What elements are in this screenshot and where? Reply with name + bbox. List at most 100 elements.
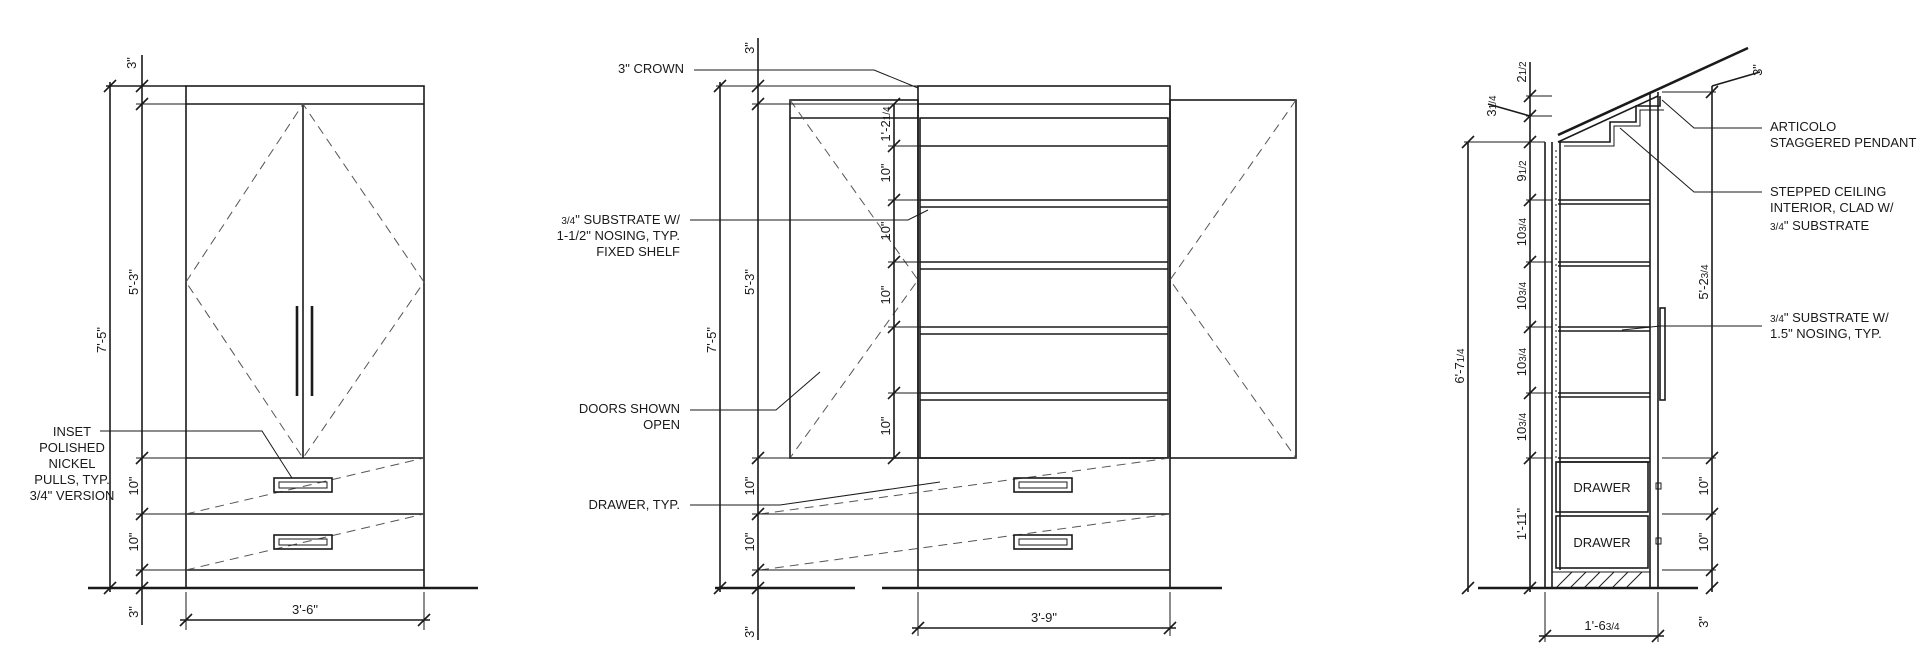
dim-section-shelf-1: 91/2 xyxy=(1514,160,1529,182)
dim-section-drawers: 1'-11" xyxy=(1514,508,1529,541)
dim-upper-height: 5'-3" xyxy=(742,269,757,295)
dimension-tick xyxy=(751,581,765,595)
substrate-leader-line xyxy=(1621,325,1762,331)
dimension-tick xyxy=(1705,451,1719,465)
dim-shelf-1: 1'-21/4 xyxy=(878,106,893,142)
section-base-hatched xyxy=(1551,571,1651,589)
dim-section-drawer-right-1: 10" xyxy=(1696,476,1711,495)
cabinet-outline xyxy=(185,85,425,589)
section-drawer-1 xyxy=(1555,461,1649,513)
shelf-leader-line xyxy=(690,209,929,221)
dim-section-top-a: 21/2 xyxy=(1514,61,1529,83)
dimension-tick xyxy=(751,563,765,577)
dim-section-shelf-2: 103/4 xyxy=(1514,217,1529,246)
dimension-tick xyxy=(135,97,149,111)
note-pulls-line-2: POLISHED xyxy=(39,440,105,455)
drawer-pull-inset xyxy=(278,481,328,489)
door-swing-line-left xyxy=(789,99,919,459)
dim-top: 3" xyxy=(742,42,757,54)
dim-drawer-1: 10" xyxy=(742,476,757,495)
stepped-ceiling xyxy=(1558,96,1661,143)
dim-section-top-right: 3" xyxy=(1750,64,1765,76)
dim-section-upper: 5'-23/4 xyxy=(1696,264,1711,300)
dimension-tick xyxy=(1651,629,1665,643)
dim-section-total: 6'-71/4 xyxy=(1452,348,1467,384)
section-base-hatch xyxy=(1555,571,1643,589)
note-pulls-line-1: INSET xyxy=(53,424,91,439)
dimension-tick xyxy=(1461,135,1475,149)
dimension-leader xyxy=(1711,71,1761,87)
dim-drawer-1: 10" xyxy=(126,476,141,495)
note-pendant-line-1: ARTICOLO xyxy=(1770,119,1836,134)
section-door-handle xyxy=(1659,307,1666,401)
section-drawer-2 xyxy=(1555,515,1649,569)
section-view: DRAWER DRAWER 6'-71/4 21/2 31/4 91/2 103… xyxy=(1452,46,1916,643)
dim-width: 3'-6" xyxy=(292,602,318,617)
dimension-tick xyxy=(1523,451,1537,465)
drawer-pull-inset xyxy=(1018,481,1068,489)
cabinet-outline xyxy=(917,85,1171,589)
dim-section-depth: 1'-63/4 xyxy=(1584,618,1620,633)
note-substrate-line-1: 3/4" SUBSTRATE W/ xyxy=(1770,310,1889,325)
open-door-left xyxy=(789,99,919,459)
pendant-leader-line xyxy=(1661,99,1762,129)
door-swing-diamond xyxy=(185,103,425,459)
elevation-1-closed-cabinet: 3" 7'-5" 5'-3" 10" 10" 3" 3'-6" INSET PO… xyxy=(30,55,478,630)
ceiling-leader-line xyxy=(1619,127,1762,193)
dimension-tick xyxy=(751,507,765,521)
doors-leader-line xyxy=(690,371,821,411)
dimension-tick xyxy=(1705,507,1719,521)
drawer-swing-line xyxy=(759,513,1171,571)
sloped-ceiling-line xyxy=(1557,46,1749,137)
dimension-tick xyxy=(179,613,193,627)
dimension-tick xyxy=(887,320,901,334)
dim-base: 3" xyxy=(126,606,141,618)
note-shelf-line-2: 1-1/2" NOSING, TYP. xyxy=(557,228,680,243)
elevation-2-open-cabinet: 3" 7'-5" 5'-3" 1'-21/4 10" 10" 10" 10" 1… xyxy=(557,38,1297,640)
drawer-swing-line xyxy=(185,513,425,571)
note-doors-line-1: DOORS SHOWN xyxy=(579,401,680,416)
dim-top: 3" xyxy=(124,57,139,69)
dim-section-top-b: 31/4 xyxy=(1484,95,1499,117)
dimension-tick xyxy=(135,563,149,577)
note-pulls-line-4: PULLS, TYP. xyxy=(34,472,109,487)
note-shelf-line-3: FIXED SHELF xyxy=(596,244,680,259)
dimension-tick xyxy=(103,79,117,93)
dimension-tick xyxy=(1461,581,1475,595)
dim-drawer-2: 10" xyxy=(742,532,757,551)
dim-total-height: 7'-5" xyxy=(704,327,719,353)
dim-drawer-2: 10" xyxy=(126,532,141,551)
section-drawer-label-2: DRAWER xyxy=(1573,535,1630,550)
dimension-tick xyxy=(1705,85,1719,99)
drawer-pull xyxy=(1013,477,1073,493)
dim-total-height: 7'-5" xyxy=(94,327,109,353)
dimension-tick xyxy=(1523,193,1537,207)
dim-shelf-3: 10" xyxy=(878,221,893,240)
note-ceiling-line-2: INTERIOR, CLAD W/ xyxy=(1770,200,1894,215)
dimension-tick xyxy=(887,193,901,207)
dimension-tick xyxy=(887,255,901,269)
note-substrate-line-2: 1.5" NOSING, TYP. xyxy=(1770,326,1882,341)
sloped-ceiling-inner-line xyxy=(1557,95,1659,143)
dimension-tick xyxy=(887,97,901,111)
dimension-tick xyxy=(135,507,149,521)
note-shelf-line-1: 3/4" SUBSTRATE W/ xyxy=(561,212,680,227)
dimension-tick xyxy=(751,79,765,93)
dimension-tick xyxy=(1523,89,1537,103)
note-crown: 3" CROWN xyxy=(618,61,684,76)
note-doors-line-2: OPEN xyxy=(643,417,680,432)
dim-upper-height: 5'-3" xyxy=(126,269,141,295)
note-ceiling-line-1: STEPPED CEILING xyxy=(1770,184,1886,199)
dimension-tick xyxy=(1705,563,1719,577)
drawer-pull xyxy=(273,534,333,550)
dimension-tick xyxy=(1538,629,1552,643)
note-pulls-line-5: 3/4" VERSION xyxy=(30,488,115,503)
dimension-tick xyxy=(911,621,925,635)
stepped-ceiling-cladding xyxy=(1564,109,1664,147)
dimension-tick xyxy=(887,139,901,153)
dim-section-shelf-5: 103/4 xyxy=(1514,412,1529,441)
note-pulls-line-3: NICKEL xyxy=(49,456,96,471)
dimension-tick xyxy=(1523,320,1537,334)
dimension-leader xyxy=(1487,103,1531,117)
